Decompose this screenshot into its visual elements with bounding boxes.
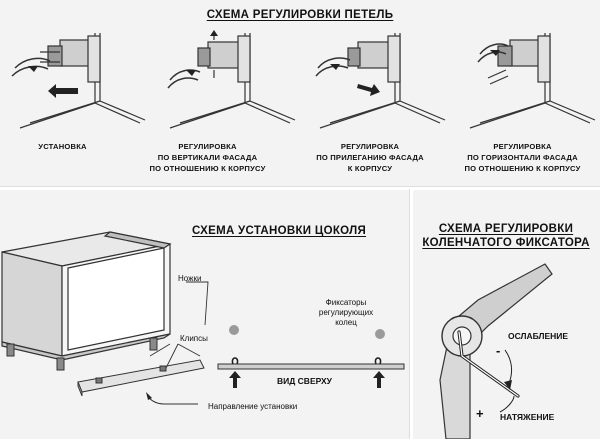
fixators-label-line-2: регулирующих (318, 308, 374, 317)
hinge-caption-4-line-2: ПО ГОРИЗОНТАЛИ ФАСАДА (467, 153, 578, 162)
knee-scheme-title: СХЕМА РЕГУЛИРОВКИ КОЛЕНЧАТОГО ФИКСАТОРА (412, 222, 600, 250)
hinge-panel-fit (300, 28, 450, 138)
horizontal-divider (0, 186, 600, 190)
hinge-caption-3: РЕГУЛИРОВКА ПО ПРИЛЕГАНИЮ ФАСАДА К КОРПУ… (290, 141, 450, 174)
hinge-illustration-installation (11, 33, 146, 129)
fixators-label: Фиксаторы регулирующих колец (306, 298, 386, 328)
hinge-panel-vertical (150, 28, 300, 138)
plus-sign: + (476, 406, 484, 421)
cabinet-illustration (1, 231, 405, 405)
loosen-label: ОСЛАБЛЕНИЕ (508, 331, 569, 341)
hinge-caption-1-line-1: УСТАНОВКА (38, 142, 87, 151)
fixators-label-line-1: Фиксаторы (325, 298, 367, 307)
hinge-caption-1: УСТАНОВКА (5, 141, 120, 152)
clips-label: Клипсы (180, 334, 208, 343)
knee-title-line-1: СХЕМА РЕГУЛИРОВКИ (438, 223, 574, 235)
hinge-caption-3-line-1: РЕГУЛИРОВКА (340, 142, 400, 151)
hinge-scheme-title: СХЕМА РЕГУЛИРОВКИ ПЕТЕЛЬ (206, 9, 394, 21)
legs-label: Ножки (178, 274, 202, 283)
hinge-caption-2: РЕГУЛИРОВКА ПО ВЕРТИКАЛИ ФАСАДА ПО ОТНОШ… (125, 141, 290, 174)
hinge-panel-installation (0, 28, 150, 138)
tighten-label: НАТЯЖЕНИЕ (500, 412, 555, 422)
hinge-illustration-vertical (167, 30, 296, 129)
plinth-scheme-title: СХЕМА УСТАНОВКИ ЦОКОЛЯ (191, 225, 367, 237)
knee-title-line-2: КОЛЕНЧАТОГО ФИКСАТОРА (422, 237, 590, 249)
hinge-caption-3-line-2: ПО ПРИЛЕГАНИЮ ФАСАДА (316, 153, 424, 162)
hinge-caption-3-line-3: К КОРПУСУ (347, 164, 393, 173)
hinge-caption-2-line-3: ПО ОТНОШЕНИЮ К КОРПУСУ (149, 164, 266, 173)
knee-fixator-illustration (439, 263, 553, 439)
hinge-caption-4-line-3: ПО ОТНОШЕНИЮ К КОРПУСУ (464, 164, 581, 173)
hinge-illustration-horizontal (469, 33, 596, 129)
fixators-label-line-3: колец (335, 318, 357, 327)
minus-sign: - (496, 343, 501, 358)
hinge-caption-4-line-1: РЕГУЛИРОВКА (493, 142, 552, 151)
hinge-panel-horizontal (450, 28, 600, 138)
hinge-caption-2-line-1: РЕГУЛИРОВКА (178, 142, 237, 151)
hinge-caption-2-line-2: ПО ВЕРТИКАЛИ ФАСАДА (157, 153, 258, 162)
installation-direction-label: Направление установки (208, 402, 298, 411)
hinge-illustration-fit (315, 33, 446, 129)
top-view-label: ВИД СВЕРХУ (277, 376, 332, 386)
hinge-caption-4: РЕГУЛИРОВКА ПО ГОРИЗОНТАЛИ ФАСАДА ПО ОТН… (445, 141, 600, 174)
vertical-divider (409, 189, 413, 439)
